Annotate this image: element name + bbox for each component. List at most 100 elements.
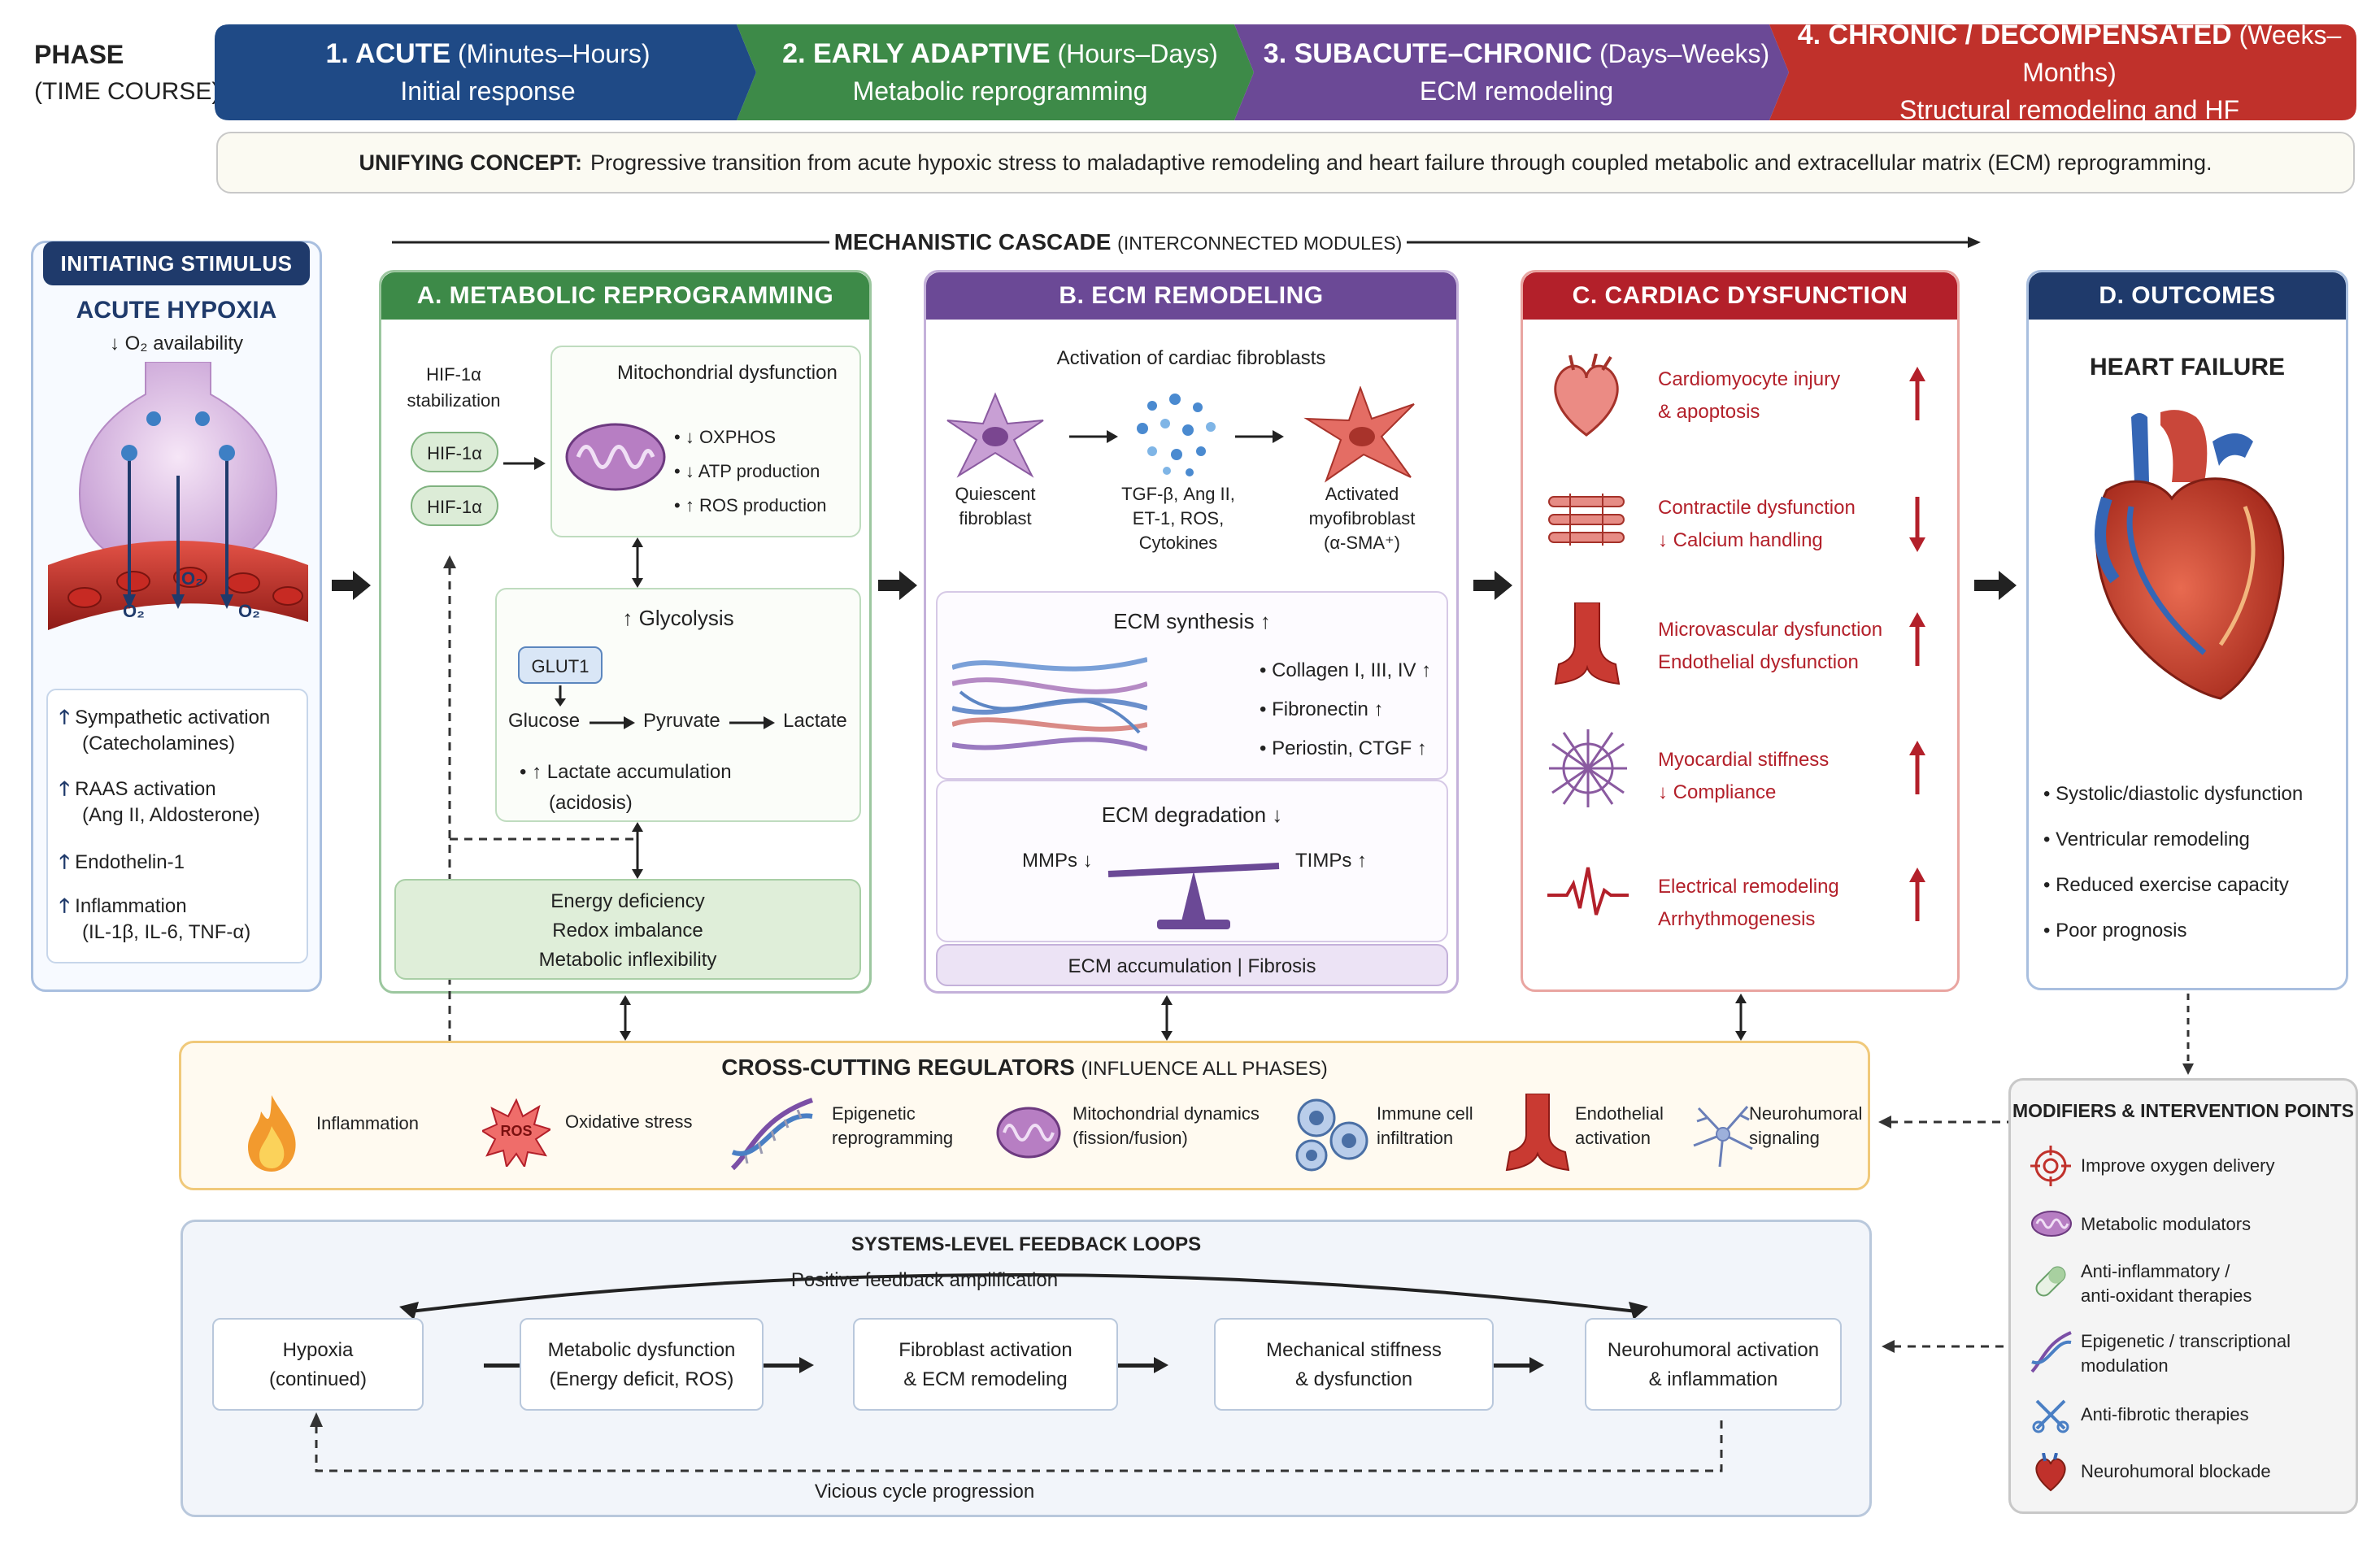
mito-item-oxphos-text: ↓ OXPHOS bbox=[685, 427, 777, 447]
outcomes-to-modifiers-arrow bbox=[2182, 994, 2194, 1075]
modifiers-title: MODIFIERS & INTERVENTION POINTS bbox=[2012, 1100, 2354, 1121]
glucose-label: Glucose bbox=[508, 710, 581, 732]
regulator-mito-dynamics-l2: (fission/fusion) bbox=[1073, 1128, 1188, 1148]
phase-acute: 1. ACUTE (Minutes–Hours) Initial respons… bbox=[236, 24, 740, 120]
phase-chronic-title: 4. CHRONIC / DECOMPENSATED bbox=[1797, 20, 2232, 50]
feedback-metabolic-dysfunction: Metabolic dysfunction (Energy deficit, R… bbox=[520, 1318, 764, 1411]
periostin-item: Periostin, CTGF ↑ bbox=[1272, 737, 1427, 759]
mito-item-ros-text: ↑ ROS production bbox=[685, 495, 827, 515]
cardiomyocyte-injury: Cardiomyocyte injury & apoptosis bbox=[1658, 363, 1840, 428]
lactate-note-1: ↑ Lactate accumulation bbox=[532, 761, 732, 783]
pyruvate-label: Pyruvate bbox=[643, 710, 720, 732]
fiber-mesh-icon bbox=[1549, 729, 1627, 807]
energy-deficiency: Energy deficiency bbox=[550, 890, 705, 912]
regulator-endothelial-l2: activation bbox=[1575, 1128, 1651, 1148]
lactate-label: Lactate bbox=[783, 710, 847, 732]
outcome-poor-prognosis: Poor prognosis bbox=[2056, 920, 2187, 942]
activated-myofibroblast-icon bbox=[1303, 386, 1415, 483]
factors-label-3: Cytokines bbox=[1138, 533, 1218, 553]
mediator-raas-detail: (Ang II, Aldosterone) bbox=[82, 804, 260, 826]
stimulus-title: ACUTE HYPOXIA bbox=[76, 297, 277, 324]
modifier-anti-inflammatory: Anti-inflammatory / anti-oxidant therapi… bbox=[2081, 1259, 2252, 1308]
regulator-neurohumoral-l2: signaling bbox=[1749, 1128, 1820, 1148]
trend-up-icon bbox=[1909, 612, 1925, 666]
o2-label-right: O₂ bbox=[238, 601, 260, 621]
mediator-item: 🡑 RAAS activation(Ang II, Aldosterone) bbox=[59, 778, 260, 826]
ecm-degradation-box: ECM degradation ↓ MMPs ↓ TIMPs ↑ bbox=[936, 780, 1448, 942]
panel-initiating-stimulus: INITIATING STIMULUS ACUTE HYPOXIA ↓ O₂ a… bbox=[31, 241, 322, 992]
immune-cells-icon bbox=[1295, 1098, 1368, 1172]
heart-icon bbox=[2035, 1453, 2066, 1492]
o2-label-left: O₂ bbox=[123, 601, 145, 621]
modifiers-to-feedback-arrow bbox=[1882, 1340, 2010, 1353]
regulator-oxidative-stress: Oxidative stress bbox=[565, 1111, 693, 1133]
feedback-fibroblast-l1: Fibroblast activation bbox=[898, 1339, 1073, 1361]
feedback-neurohumoral-l2: & inflammation bbox=[1648, 1368, 1778, 1390]
cross-cutting-regulators: CROSS-CUTTING REGULATORS (INFLUENCE ALL … bbox=[179, 1041, 1870, 1190]
regulator-mito-dynamics-l1: Mitochondrial dynamics bbox=[1073, 1103, 1260, 1124]
phase-subacute-subtitle: ECM remodeling bbox=[1419, 76, 1614, 106]
regulator-immune-l1: Immune cell bbox=[1377, 1103, 1473, 1124]
outcomes-list: • Systolic/diastolic dysfunction • Ventr… bbox=[2043, 783, 2304, 942]
ecg-icon bbox=[1547, 867, 1629, 916]
heart-tissue-icon bbox=[1554, 354, 1619, 437]
pyruvate-lactate-arrow bbox=[729, 716, 775, 729]
dna-icon bbox=[730, 1098, 813, 1171]
phase-early-adaptive: 2. EARLY ADAPTIVE (Hours–Days) Metabolic… bbox=[764, 24, 1236, 120]
myofibril-icon bbox=[1548, 494, 1625, 546]
myofibroblast-label-1: Activated bbox=[1325, 484, 1399, 504]
phase-chronic-subtitle: Structural remodeling and HF bbox=[1899, 95, 2239, 124]
phase-axis-label: PHASE (TIME COURSE) bbox=[34, 36, 220, 111]
myocardial-stiffness-l2: ↓ Compliance bbox=[1658, 781, 1777, 803]
modifier-anti-inflammatory-l2: anti-oxidant therapies bbox=[2081, 1285, 2252, 1306]
cardiac-regulator-arrow bbox=[1735, 994, 1747, 1041]
quiescent-label: Quiescent fibroblast bbox=[934, 482, 1056, 531]
mito-effects-list: • ↓ OXPHOS • ↓ ATP production • ↑ ROS pr… bbox=[674, 420, 826, 523]
positive-feedback-label: Positive feedback amplification bbox=[790, 1269, 1059, 1291]
feedback-neurohumoral-activation: Neurohumoral activation & inflammation bbox=[1585, 1318, 1842, 1411]
microvascular-dysfunction-l1: Microvascular dysfunction bbox=[1658, 619, 1883, 641]
regulators-title-sub: (INFLUENCE ALL PHASES) bbox=[1081, 1058, 1328, 1080]
regulator-immune-l2: infiltration bbox=[1377, 1128, 1454, 1148]
mediator-item: 🡑 Endothelin-1 bbox=[59, 851, 185, 873]
capsule-icon bbox=[2035, 1266, 2066, 1297]
feedback-stiffness-l1: Mechanical stiffness bbox=[1266, 1339, 1442, 1361]
hif-title-2: stabilization bbox=[407, 390, 501, 411]
feedback-hypoxia-l2: (continued) bbox=[268, 1368, 368, 1390]
dashed-feedback-join bbox=[450, 837, 633, 841]
redox-imbalance: Redox imbalance bbox=[552, 920, 703, 942]
heart-failure-heart-icon bbox=[2095, 410, 2285, 700]
hif-title-1: HIF-1α bbox=[426, 364, 481, 385]
modifier-epigenetic-l2: modulation bbox=[2081, 1355, 2169, 1376]
vessel-icon bbox=[1554, 602, 1621, 685]
modifiers-intervention-panel: MODIFIERS & INTERVENTION POINTS Improve … bbox=[2008, 1078, 2358, 1514]
quiescent-label-1: Quiescent bbox=[955, 484, 1036, 504]
mediator-sympathetic: Sympathetic activation bbox=[75, 707, 271, 729]
arrow-stimulus-to-metabolic bbox=[332, 571, 371, 600]
ecm-degradation-title: ECM degradation ↓ bbox=[1101, 802, 1283, 827]
quiescent-label-2: fibroblast bbox=[959, 508, 1032, 528]
contractile-dysfunction: Contractile dysfunction ↓ Calcium handli… bbox=[1658, 492, 1856, 557]
contractile-dysfunction-l1: Contractile dysfunction bbox=[1658, 497, 1856, 519]
feedback-loops-panel: SYSTEMS-LEVEL FEEDBACK LOOPS Positive fe… bbox=[181, 1220, 1872, 1517]
feedback-neurohumoral-l1: Neurohumoral activation bbox=[1607, 1339, 1820, 1361]
glyco-energy-double-arrow bbox=[632, 822, 643, 879]
mito-item-oxphos: • ↓ OXPHOS bbox=[674, 427, 777, 447]
o2-label-center: O₂ bbox=[181, 568, 203, 589]
feedback-fibroblast-l2: & ECM remodeling bbox=[903, 1368, 1068, 1390]
lactate-note-2: (acidosis) bbox=[549, 792, 633, 814]
regulator-mito-dynamics: Mitochondrial dynamics (fission/fusion) bbox=[1073, 1102, 1260, 1150]
trend-up-icon bbox=[1909, 367, 1925, 420]
mediator-item: 🡑 Sympathetic activation(Catecholamines) bbox=[59, 707, 271, 755]
contractile-dysfunction-l2: ↓ Calcium handling bbox=[1658, 529, 1823, 551]
mediator-inflammation: Inflammation bbox=[75, 895, 187, 917]
balance-scale-icon bbox=[1107, 863, 1280, 929]
stimulus-mediators-list: 🡑 Sympathetic activation(Catecholamines)… bbox=[46, 689, 308, 963]
heart-failure-title: HEART FAILURE bbox=[2090, 354, 2285, 381]
myofibroblast-label: Activated myofibroblast (α-SMA⁺) bbox=[1289, 482, 1435, 555]
mediator-sympathetic-detail: (Catecholamines) bbox=[82, 733, 236, 755]
phase-chevrons bbox=[215, 24, 2356, 120]
regulators-title: CROSS-CUTTING REGULATORS (INFLUENCE ALL … bbox=[181, 1055, 1868, 1081]
factors-label-2: ET-1, ROS, bbox=[1132, 508, 1225, 528]
scissors-icon bbox=[2032, 1399, 2069, 1433]
